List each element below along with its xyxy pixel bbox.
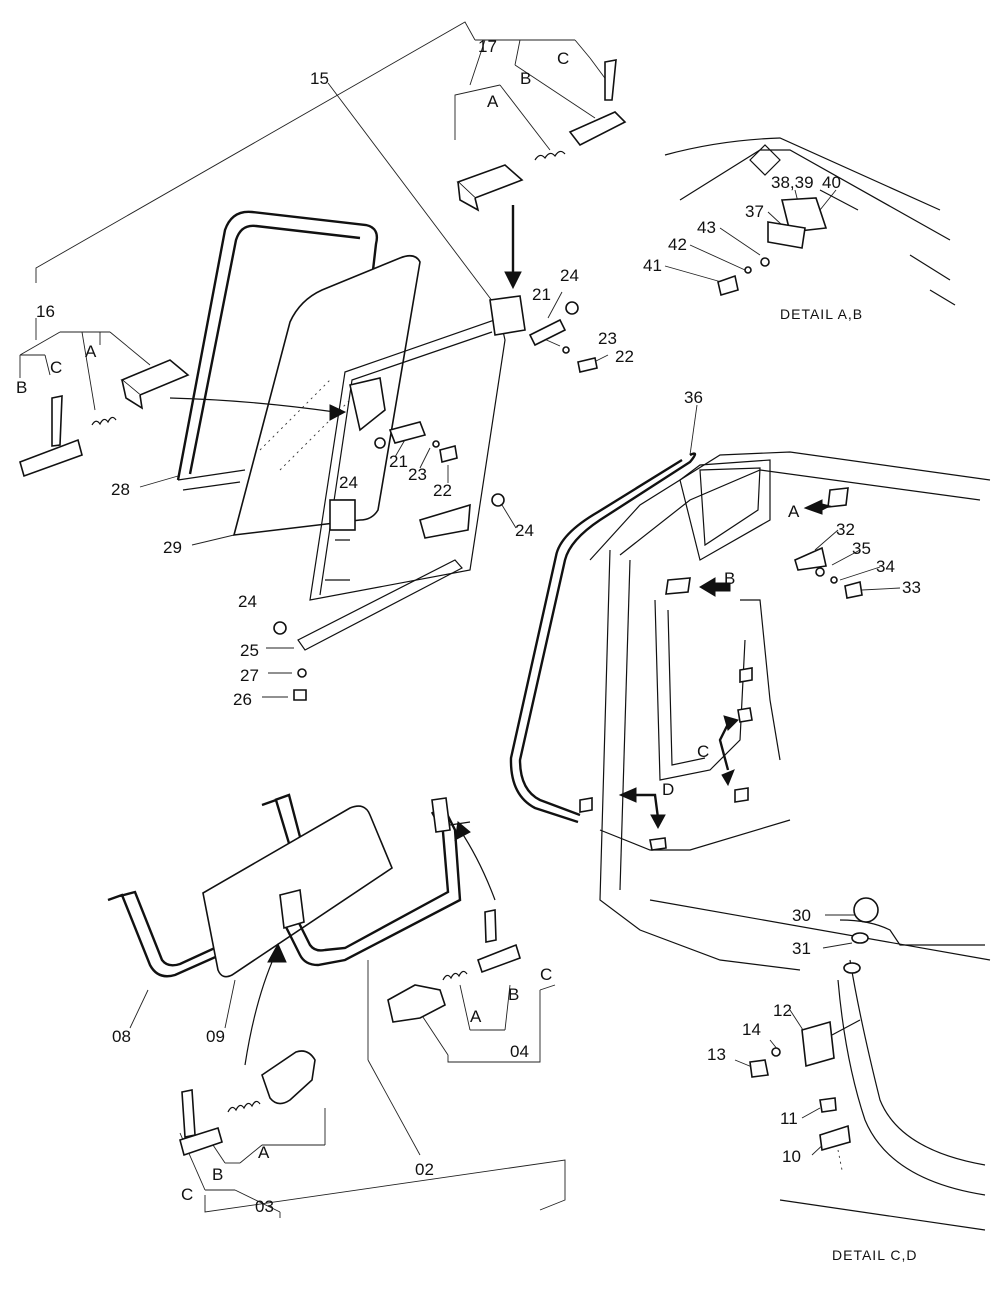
label-31: 31: [792, 939, 811, 958]
label-03c: C: [181, 1185, 193, 1204]
detail-ab-drawing: [664, 137, 956, 306]
label-04c: C: [540, 965, 552, 984]
sash-frame-15: [309, 295, 526, 601]
label-37: 37: [745, 202, 764, 221]
label-35: 35: [852, 539, 871, 558]
label-arrow-b: B: [724, 569, 735, 588]
label-36: 36: [684, 388, 703, 407]
label-16: 16: [36, 302, 55, 321]
label-arrow-a: A: [788, 502, 800, 521]
lock-assembly-16: [19, 359, 347, 478]
label-24-a: 24: [560, 266, 579, 285]
label-17a: A: [487, 92, 499, 111]
label-17: 17: [478, 37, 497, 56]
label-03a: A: [258, 1143, 270, 1162]
label-40: 40: [822, 173, 841, 192]
label-04b: B: [508, 985, 519, 1004]
weather-strip-36: [509, 452, 697, 824]
label-09: 09: [206, 1027, 225, 1046]
caption-detail-cd: DETAIL C,D: [832, 1247, 917, 1263]
label-30: 30: [792, 906, 811, 925]
label-24-b: 24: [339, 473, 358, 492]
window-frame-28: [176, 210, 379, 491]
label-22-a: 22: [615, 347, 634, 366]
label-16a: A: [85, 342, 97, 361]
label-10: 10: [782, 1147, 801, 1166]
label-25: 25: [240, 641, 259, 660]
label-15: 15: [310, 69, 329, 88]
label-08: 08: [112, 1027, 131, 1046]
label-29: 29: [163, 538, 182, 557]
label-21-a: 21: [532, 285, 551, 304]
label-02: 02: [415, 1160, 434, 1179]
label-28: 28: [111, 480, 130, 499]
label-34: 34: [876, 557, 895, 576]
label-arrow-c: C: [697, 742, 709, 761]
label-12: 12: [773, 1001, 792, 1020]
leader-lines: [19, 21, 901, 1218]
hardware-21-24: [273, 301, 598, 701]
cab-body: [579, 451, 991, 971]
label-03: 03: [255, 1197, 274, 1216]
label-03b: B: [212, 1165, 223, 1184]
label-26: 26: [233, 690, 252, 709]
label-27: 27: [240, 666, 259, 685]
label-32: 32: [836, 520, 855, 539]
caption-detail-ab: DETAIL A,B: [780, 306, 863, 322]
label-33: 33: [902, 578, 921, 597]
frame-02: [279, 797, 471, 967]
label-04a: A: [470, 1007, 482, 1026]
detail-cd-drawing: [749, 897, 986, 1231]
label-22-b: 22: [433, 481, 452, 500]
label-04: 04: [510, 1042, 529, 1061]
label-38-39: 38,39: [771, 173, 814, 192]
lock-assembly-03: [179, 942, 316, 1157]
label-42: 42: [668, 235, 687, 254]
rail-25: [297, 559, 463, 651]
label-11: 11: [780, 1109, 798, 1128]
label-17c: C: [557, 49, 569, 68]
lock-assembly-17: [456, 59, 627, 290]
label-21-b: 21: [389, 452, 408, 471]
label-16b: B: [16, 378, 27, 397]
part-labels: 17 C B A 15 16 A C B 24 21 23 22 21 23 2…: [16, 37, 921, 1263]
direction-arrows: [618, 499, 832, 830]
label-23-a: 23: [598, 329, 617, 348]
label-14: 14: [742, 1020, 761, 1039]
label-13: 13: [707, 1045, 726, 1064]
label-17b: B: [520, 69, 531, 88]
handle-bar-08: [107, 793, 312, 978]
label-24-d: 24: [238, 592, 257, 611]
label-23-b: 23: [408, 465, 427, 484]
label-24-c: 24: [515, 521, 534, 540]
label-arrow-d: D: [662, 780, 674, 799]
glass-29: [232, 254, 421, 536]
label-16c: C: [50, 358, 62, 377]
lock-assembly-04: [387, 821, 521, 1023]
label-43: 43: [697, 218, 716, 237]
label-41: 41: [643, 256, 662, 275]
